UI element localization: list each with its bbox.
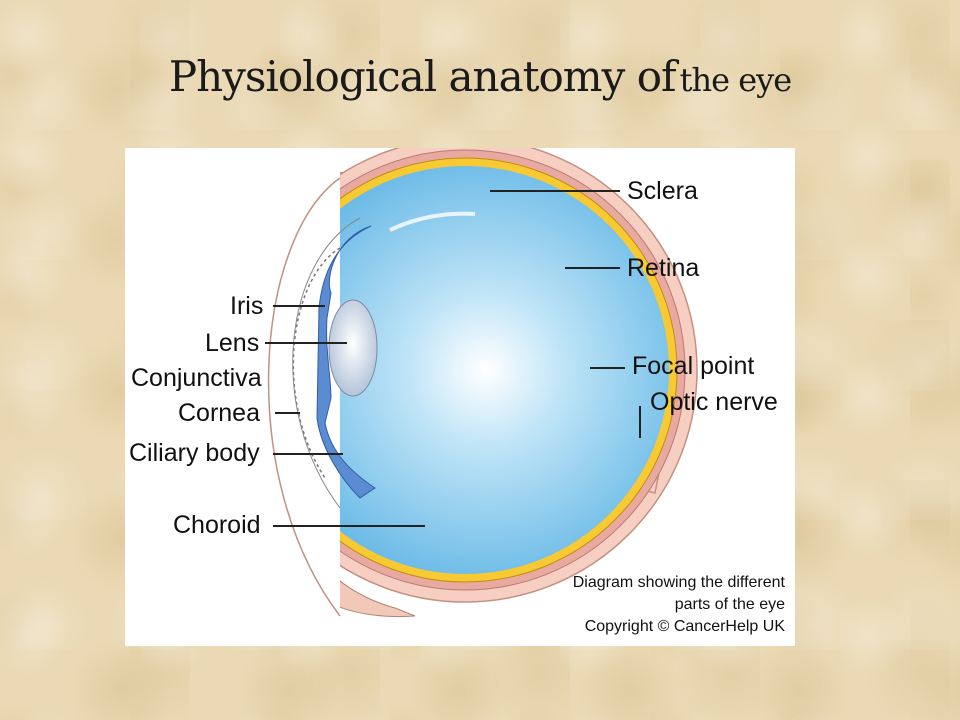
caption-line-2: parts of the eye — [674, 596, 785, 613]
diagram-caption: Diagram showing the different parts of t… — [573, 572, 785, 638]
anterior-clear — [125, 148, 340, 646]
caption-line-1: Diagram showing the different — [572, 574, 785, 591]
label-optic-nerve: Optic nerve — [650, 388, 778, 416]
title-tail: the eye — [679, 61, 793, 99]
label-lens: Lens — [205, 329, 260, 357]
eye-diagram: Sclera Retina Focal point Optic nerve Ir… — [125, 148, 795, 646]
label-iris: Iris — [230, 292, 264, 320]
caption-line-3: Copyright © CancerHelp UK — [584, 618, 785, 635]
iris-ciliary — [316, 225, 376, 499]
eye-illustration — [125, 148, 698, 646]
label-cornea: Cornea — [178, 399, 260, 427]
cornea-outer — [292, 217, 361, 509]
label-retina: Retina — [627, 254, 700, 282]
slide-title: Physiological anatomy of the eye — [0, 52, 960, 101]
title-main: Physiological anatomy of — [168, 52, 677, 101]
lens-shape — [328, 299, 378, 397]
label-ciliary-body: Ciliary body — [129, 439, 260, 467]
cornea-shape — [292, 247, 341, 479]
leader-lines — [265, 190, 641, 527]
anterior-sheath — [267, 177, 341, 617]
vitreous-highlight — [389, 211, 476, 232]
label-sclera: Sclera — [627, 177, 698, 205]
label-focal-point: Focal point — [632, 352, 755, 380]
label-conjunctiva: Conjunctiva — [131, 364, 262, 392]
label-choroid: Choroid — [173, 511, 261, 539]
